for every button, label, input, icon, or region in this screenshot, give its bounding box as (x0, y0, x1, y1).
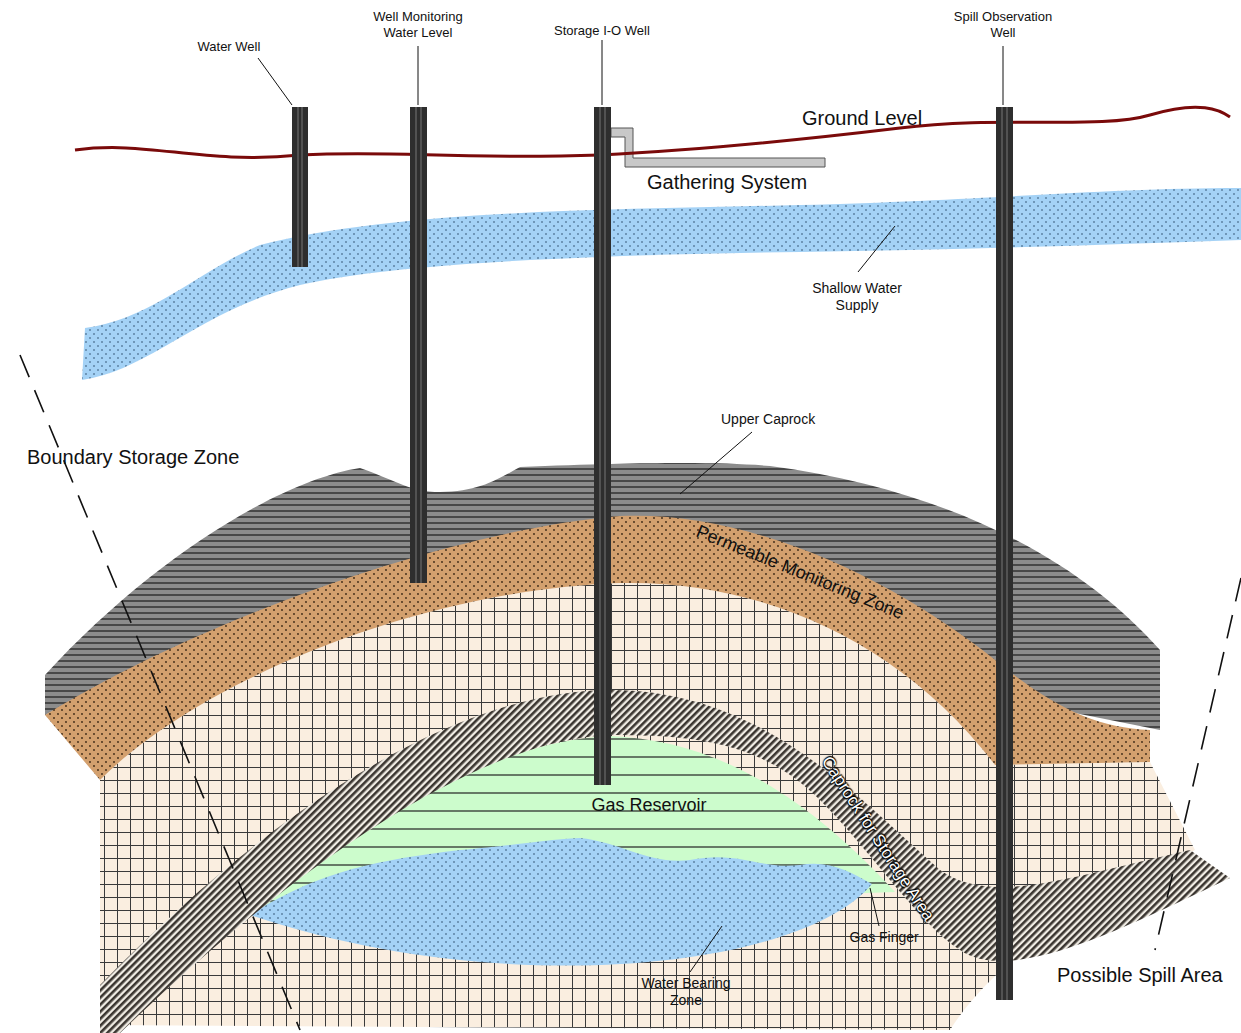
leader-lines (258, 40, 1003, 972)
water-bearing-zone (250, 838, 872, 966)
text-label: Boundary Storage Zone (27, 445, 239, 470)
text-label: Gathering System (647, 170, 807, 195)
well-storage (594, 107, 611, 785)
text-label: Spill Observation Well (943, 9, 1063, 42)
well-spill (996, 107, 1013, 1000)
text-label: Storage I-O Well (554, 23, 650, 39)
text-label: Well Monitoring Water Level (362, 9, 474, 42)
boundary-dash (20, 355, 300, 1030)
ground-line (75, 107, 1230, 157)
text-label: Gas Reservoir (592, 794, 707, 817)
spill-dash (1155, 578, 1241, 950)
shallow-water-band (82, 188, 1241, 380)
text-label: Upper Caprock (721, 411, 815, 429)
text-label: Water Well (198, 39, 261, 55)
text-label: Shallow Water Supply (803, 280, 911, 315)
storage-caprock-band (100, 690, 1230, 1033)
text-label: Possible Spill Area (1057, 963, 1223, 988)
text-label: Ground Level (802, 106, 922, 131)
well-water (292, 107, 308, 267)
well-monitoring (410, 107, 427, 583)
text-label: Water Bearing Zone (634, 975, 738, 1010)
text-label: Gas Finger (850, 929, 919, 947)
